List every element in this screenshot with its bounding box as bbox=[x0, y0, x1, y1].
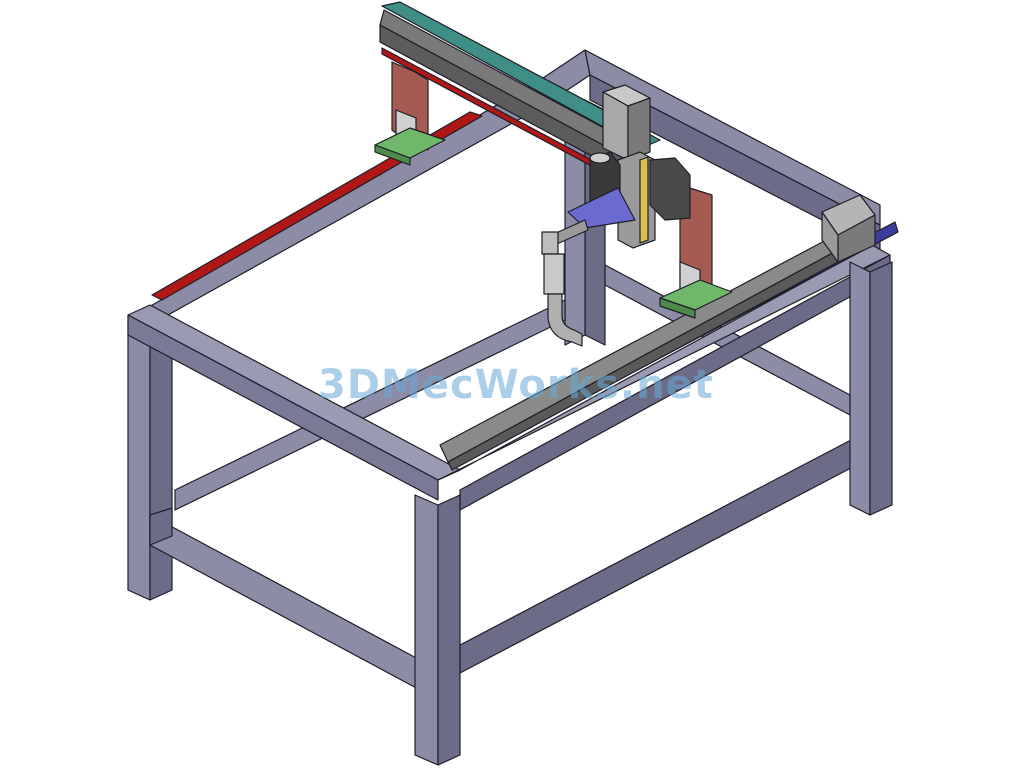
left-top-beam bbox=[129, 79, 546, 326]
front-lower-rail bbox=[149, 514, 421, 691]
right-green-bracket-side bbox=[659, 297, 696, 319]
stepper-shaft bbox=[589, 152, 611, 164]
teal-beam bbox=[381, 1, 661, 149]
front-frame bbox=[127, 244, 893, 766]
x-motor-front bbox=[821, 211, 839, 263]
watermark: 3DMecWorks.net bbox=[318, 362, 714, 408]
z-motor-side bbox=[627, 97, 651, 161]
front-leg bbox=[414, 494, 439, 766]
right-linear-actuator bbox=[439, 194, 899, 471]
y-motor bbox=[649, 157, 691, 221]
left-leg-side bbox=[149, 321, 173, 601]
front-leg-side bbox=[437, 494, 461, 766]
nozzle-clamp bbox=[541, 231, 559, 255]
z-actuator-slot bbox=[639, 156, 649, 244]
vacuum-nozzle-icon bbox=[547, 293, 583, 347]
nozzle-body bbox=[543, 253, 565, 295]
tool-carriage bbox=[541, 84, 691, 347]
left-green-bracket-side bbox=[374, 144, 411, 166]
right-leg bbox=[849, 261, 871, 516]
gantry-beam bbox=[374, 1, 733, 319]
left-leg bbox=[127, 319, 151, 601]
front-lower-rail-end bbox=[149, 507, 173, 546]
front-top-beam-side bbox=[127, 314, 439, 501]
right-leg-side bbox=[869, 261, 893, 516]
